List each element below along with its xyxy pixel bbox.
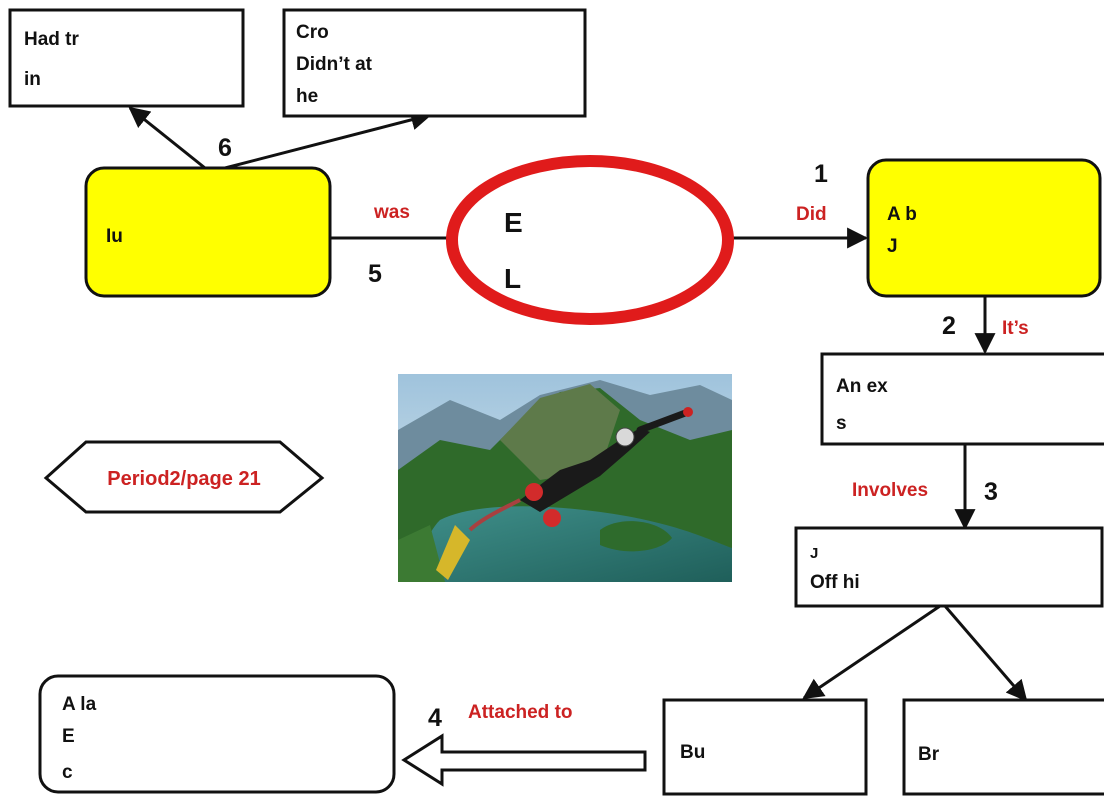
box-j: J Off hi <box>794 526 1104 608</box>
edge-2-label: It’s <box>1002 318 1029 339</box>
edge-2-number: 2 <box>942 312 956 340</box>
center-line-2: L <box>504 263 521 294</box>
edge-5-number: 5 <box>368 260 382 288</box>
box-an-ex-line-2: s <box>836 413 847 434</box>
edge-5-label: was <box>373 202 410 223</box>
box-an-ex-line-1: An ex <box>836 376 888 397</box>
box-had-tr-line-2: in <box>24 69 41 90</box>
period-badge-label: Period2/page 21 <box>107 468 260 490</box>
box-a-la-line-1: A la <box>62 694 97 715</box>
box-a-la-line-3: c <box>62 762 73 783</box>
edge-3-label: Involves <box>852 480 928 501</box>
box-bu: Bu <box>662 698 868 796</box>
node-iu: Iu <box>84 166 332 298</box>
edge-6-number: 6 <box>218 134 232 162</box>
edge-6 <box>128 106 433 170</box>
edge-4-label: Attached to <box>468 702 573 723</box>
box-br-label: Br <box>918 744 940 765</box>
box-cro-line-2: Didn’t at <box>296 54 373 75</box>
box-a-la-line-2: E <box>62 726 75 747</box>
branch-to-bu <box>802 604 941 700</box>
box-br: Br <box>902 698 1104 796</box>
branch-to-br <box>943 605 1028 702</box>
edge-1-label: Did <box>796 204 827 225</box>
node-ab-line-1: A b <box>887 204 917 225</box>
node-ab: A b J <box>866 158 1102 298</box>
edge-1-number: 1 <box>814 160 828 188</box>
box-an-ex: An ex s <box>820 352 1104 446</box>
edge-4-number: 4 <box>428 704 442 732</box>
edge-3-number: 3 <box>984 478 998 506</box>
period-badge: Period2/page 21 <box>43 440 325 514</box>
edge-4-hollow-arrow <box>401 733 647 787</box>
node-ab-line-2: J <box>887 236 898 257</box>
box-cro-line-1: Cro <box>296 22 329 43</box>
box-bu-label: Bu <box>680 742 705 763</box>
box-had-tr: Had tr in <box>8 8 245 108</box>
box-j-line-1: J <box>810 545 818 562</box>
central-concept-ellipse: E L <box>446 155 734 325</box>
box-cro: Cro Didn’t at he <box>282 8 587 118</box>
bungee-jump-photo <box>398 374 732 582</box>
center-line-1: E <box>504 207 523 238</box>
box-a-la: A la E c <box>38 674 396 794</box>
node-iu-label: Iu <box>106 226 123 247</box>
box-had-tr-line-1: Had tr <box>24 29 80 50</box>
box-cro-line-3: he <box>296 86 318 107</box>
box-j-line-2: Off hi <box>810 572 860 593</box>
